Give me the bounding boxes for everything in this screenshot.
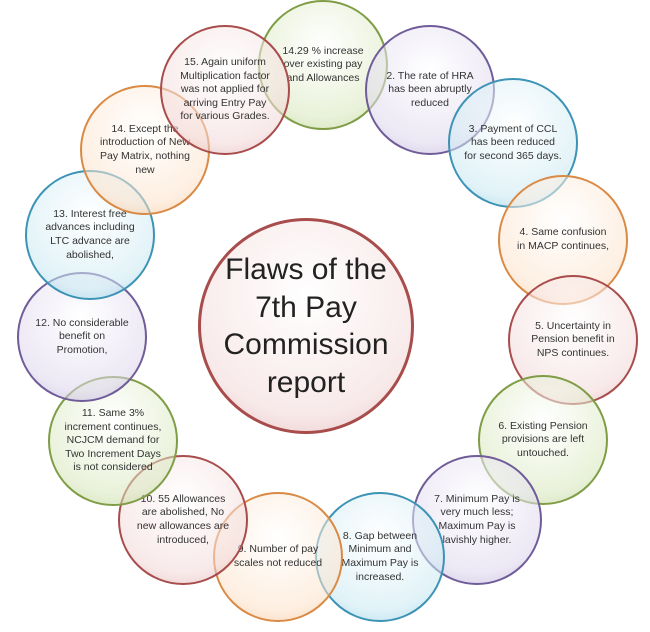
flaw-text: 9. Number of pay scales not reduced — [233, 543, 323, 569]
flaw-text: 15. Again uniform Multiplication factor … — [180, 55, 270, 123]
flaw-text: 2. The rate of HRA has been abruptly red… — [386, 69, 474, 109]
flaw-text: 8. Gap between Minimum and Maximum Pay i… — [341, 529, 419, 583]
flaw-text: 13. Interest free advances including LTC… — [45, 207, 135, 261]
flaw-text: 11. Same 3% increment continues, NCJCM d… — [64, 406, 162, 474]
flaw-circle-15: 15. Again uniform Multiplication factor … — [160, 25, 290, 155]
flaw-text: 3. Payment of CCL has been reduced for s… — [464, 122, 562, 162]
flaw-text: 7. Minimum Pay is very much less; Maximu… — [434, 492, 520, 546]
diagram-title: Flaws of the 7th Pay Commission report — [223, 253, 389, 399]
flaw-text: 4. Same confusion in MACP continues, — [516, 226, 610, 252]
flaw-text: 14.29 % increase over existing pay and A… — [282, 44, 364, 84]
flaw-text: 6. Existing Pension provisions are left … — [498, 419, 588, 459]
flaw-text: 10. 55 Allowances are abolished, No new … — [136, 492, 230, 546]
flaw-text: 12. No considerable benefit on Promotion… — [35, 316, 129, 356]
flaw-text: 14. Except the introduction of New Pay M… — [100, 122, 190, 176]
flaw-circle-8: 8. Gap between Minimum and Maximum Pay i… — [315, 492, 445, 622]
center-title-circle: Flaws of the 7th Pay Commission report — [198, 218, 414, 434]
flaw-text: 5. Uncertainty in Pension benefit in NPS… — [531, 319, 615, 359]
